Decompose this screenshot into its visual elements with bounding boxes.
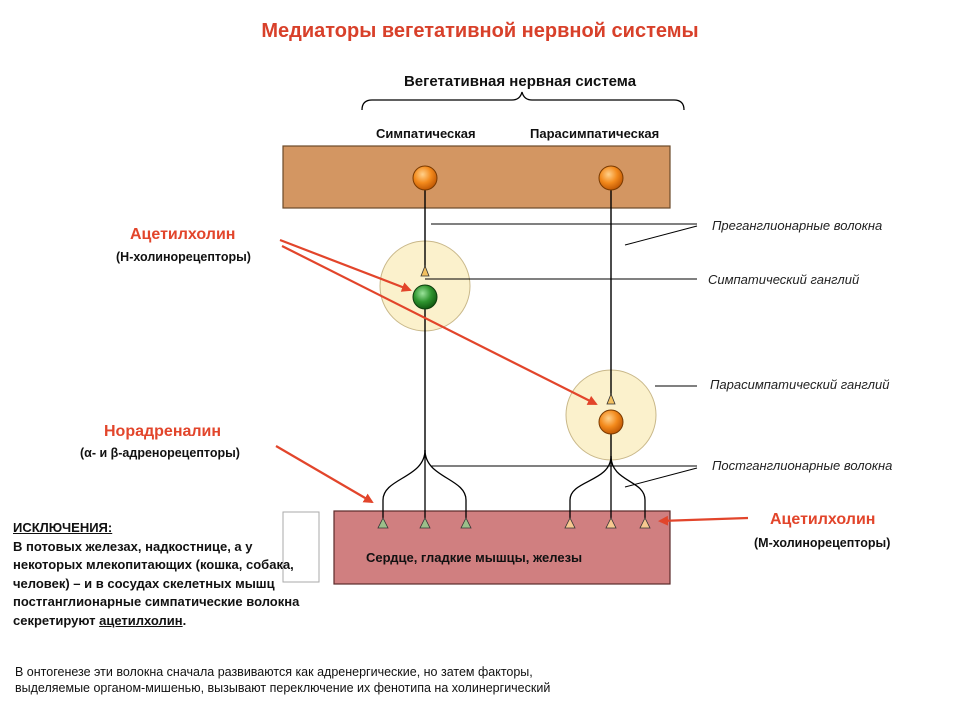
column-sympathetic: Симпатическая xyxy=(376,126,476,141)
para-postganglionic-neuron xyxy=(598,409,624,435)
sym-branch-right xyxy=(424,449,467,518)
organ-shadow xyxy=(282,511,320,583)
synapse-para-ganglion xyxy=(606,392,616,405)
synapse-sym-organ-1 xyxy=(377,517,389,529)
sym-postganglionic-neuron xyxy=(412,284,438,310)
synapse-sym-organ-3 xyxy=(460,517,472,529)
para-branch-right xyxy=(610,455,646,518)
synapse-para-organ-2 xyxy=(605,517,617,529)
sym-preganglionic-neuron xyxy=(412,165,438,191)
exceptions-highlight: ацетилхолин xyxy=(99,612,183,628)
exceptions-block: ИСКЛЮЧЕНИЯ: В потовых железах, надкостни… xyxy=(13,519,313,630)
mediator-noradrenaline-name: Норадреналин xyxy=(104,423,222,440)
mediator-ach-bottom-receptors: (М-холинорецепторы) xyxy=(754,536,891,550)
label-postganglionic: Постганглионарные волокна xyxy=(712,458,893,473)
mediator-ach-top-receptors: (Н-холинорецепторы) xyxy=(116,250,251,264)
column-parasympathetic: Парасимпатическая xyxy=(530,126,660,141)
synapse-para-organ-3 xyxy=(639,517,651,529)
para-branch-left xyxy=(569,455,612,518)
arrow-ach-to-sym-ganglion xyxy=(279,238,412,292)
sym-branch-left xyxy=(382,449,426,518)
mediator-noradrenaline-receptors: (α- и β-адренорецепторы) xyxy=(80,446,240,460)
label-sympathetic-ganglion: Симпатический ганглий xyxy=(708,272,860,287)
exceptions-heading: ИСКЛЮЧЕНИЯ: xyxy=(13,520,113,535)
ans-label: Вегетативная нервная система xyxy=(403,73,637,90)
exceptions-text-end: . xyxy=(182,612,187,628)
ontogenesis-note: В онтогенезе эти волокна сначала развива… xyxy=(15,665,551,695)
synapse-sym-ganglion xyxy=(420,264,430,277)
organ-label: Сердце, гладкие мышцы, железы xyxy=(366,550,583,565)
leader-preganglionic xyxy=(624,225,698,246)
para-preganglionic-neuron xyxy=(598,165,624,191)
page-title: Медиаторы вегетативной нервной системы xyxy=(261,20,699,42)
leader-postganglionic-2 xyxy=(624,467,698,488)
arrow-ach-to-para-ganglion xyxy=(281,245,598,405)
arrow-noradrenaline-to-organ xyxy=(275,445,374,504)
mediator-ach-top-name: Ацетилхолин xyxy=(130,226,236,243)
synapse-sym-organ-2 xyxy=(419,517,431,529)
label-parasympathetic-ganglion: Парасимпатический ганглий xyxy=(710,377,890,392)
exceptions-text: В потовых железах, надкостнице, а у неко… xyxy=(13,538,300,628)
synapse-para-organ-1 xyxy=(564,517,576,529)
arrow-ach-to-organ xyxy=(658,515,749,526)
ans-bracket xyxy=(361,91,685,111)
label-preganglionic: Преганглионарные волокна xyxy=(712,218,883,233)
mediator-ach-bottom-name: Ацетилхолин xyxy=(770,511,876,528)
